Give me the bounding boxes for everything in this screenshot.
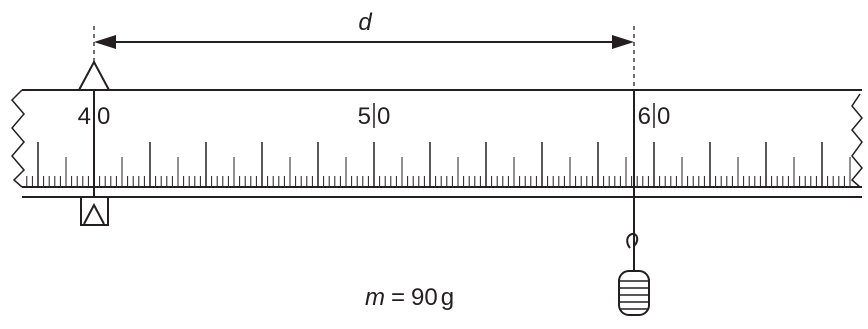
slotted-mass: [618, 270, 650, 316]
mass-symbol: m: [365, 284, 385, 311]
mass-equals: =: [391, 284, 405, 311]
scale-digit: 4: [78, 103, 91, 130]
scale-label-50: 5 0: [358, 103, 390, 130]
scale-label-60: 6 0: [638, 103, 670, 130]
distance-arrow: [94, 35, 634, 49]
scale-digit: 0: [97, 103, 110, 130]
scale-digit: 6: [638, 103, 651, 130]
rule-left-break: [10, 89, 26, 188]
scale-ticks: [26, 142, 851, 187]
scale-digit: 0: [657, 103, 670, 130]
mass-value: 90: [411, 284, 438, 311]
distance-label: d: [358, 9, 372, 36]
rule-right-break: [850, 93, 863, 188]
scale-label-40: 4 0: [78, 103, 110, 130]
scale-digit: 0: [377, 103, 390, 130]
pivot-support: [80, 90, 109, 226]
scale-digit: 5: [358, 103, 371, 130]
pointer-arrow: [77, 59, 111, 91]
mass-hook: [626, 232, 639, 271]
mass-unit: g: [441, 284, 454, 311]
metre-rule: [10, 89, 863, 198]
